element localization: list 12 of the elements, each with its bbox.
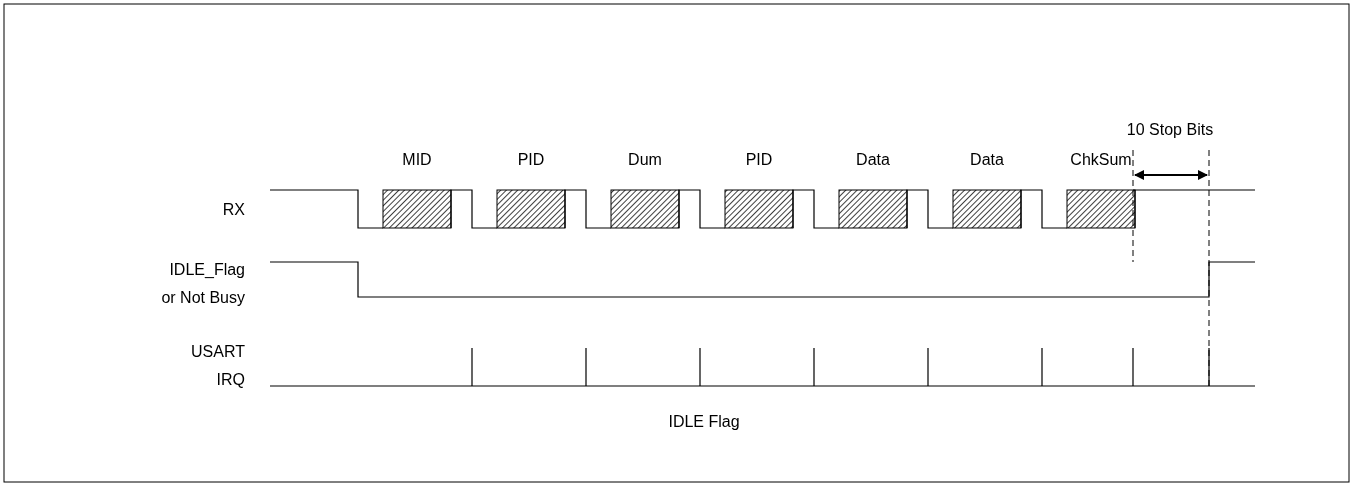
- signal-label: USART IRQ: [190, 342, 245, 390]
- byte-label: Data: [970, 150, 1004, 170]
- signal-label: IDLE_Flag or Not Busy: [160, 260, 245, 308]
- byte-label: MID: [402, 150, 432, 170]
- byte-label: PID: [517, 150, 545, 170]
- byte-label: Dum: [628, 150, 662, 170]
- byte-label: PID: [745, 150, 773, 170]
- byte-label: ChkSum: [1070, 150, 1132, 170]
- dimension-label: 10 Stop Bits: [1126, 120, 1214, 140]
- byte-label: Data: [856, 150, 890, 170]
- signal-label: RX: [221, 200, 245, 220]
- flag-label: IDLE Flag: [668, 412, 740, 432]
